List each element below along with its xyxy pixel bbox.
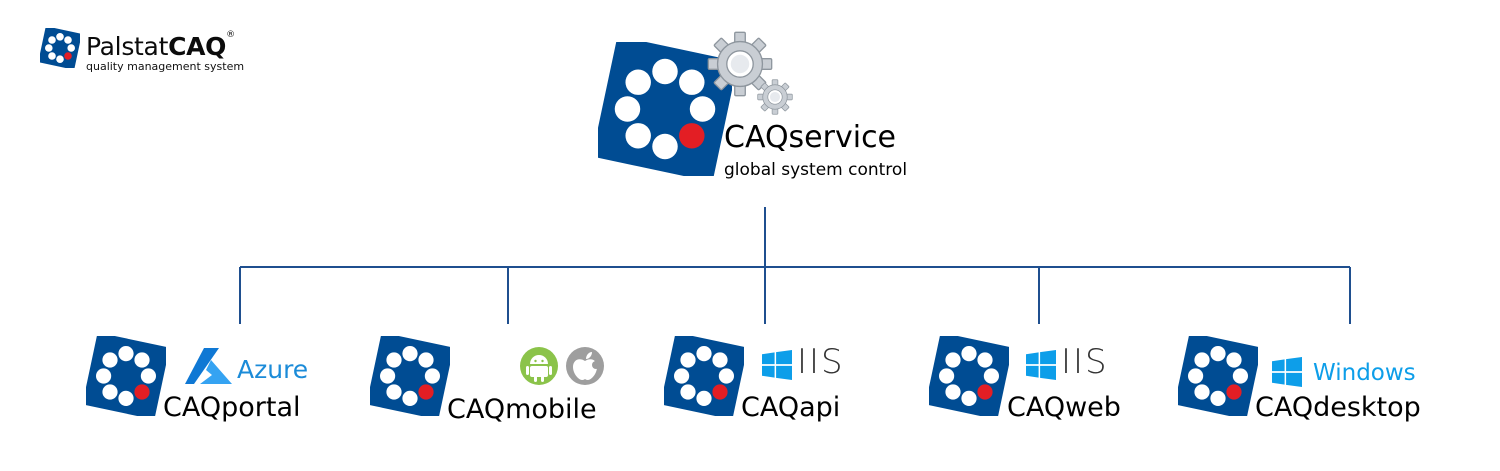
- caqapi-logo-icon: [664, 336, 744, 416]
- service-title: CAQservice: [724, 120, 897, 155]
- platform-text-iis-web: IIS: [1061, 342, 1109, 382]
- module-label-caqweb: CAQweb: [1007, 392, 1121, 423]
- brand-name-prefix: Palstat: [86, 32, 169, 61]
- brand-logo-icon: [40, 28, 80, 68]
- caqdesktop-logo-icon: [1178, 336, 1258, 416]
- platform-text-iis-api: IIS: [797, 342, 845, 382]
- module-label-caqmobile: CAQmobile: [447, 394, 597, 425]
- registered-mark: ®: [226, 30, 235, 40]
- service-subtitle: global system control: [724, 160, 908, 180]
- brand-name: PalstatCAQ®: [86, 30, 235, 61]
- windows-icon: [1272, 357, 1302, 387]
- azure-icon: [185, 348, 232, 384]
- connector-lines: [239, 207, 1351, 324]
- module-label-caqdesktop: CAQdesktop: [1255, 392, 1421, 423]
- brand-name-bold: CAQ: [168, 32, 227, 61]
- platform-text-azure: Azure: [237, 355, 309, 384]
- module-label-caqportal: CAQportal: [163, 392, 301, 423]
- caqmobile-logo-icon: [370, 336, 450, 416]
- android-icon: [520, 347, 558, 385]
- apple-icon: [566, 347, 604, 385]
- caqportal-logo-icon: [86, 336, 166, 416]
- module-label-caqapi: CAQapi: [741, 392, 841, 423]
- windows-icon: [762, 350, 792, 380]
- gear-small-icon: [757, 79, 793, 115]
- brand-tagline: quality management system: [86, 60, 245, 73]
- windows-icon: [1026, 350, 1056, 380]
- caqweb-logo-icon: [929, 336, 1009, 416]
- platform-text-windows: Windows: [1313, 360, 1416, 386]
- caqservice-logo-icon: [598, 42, 732, 176]
